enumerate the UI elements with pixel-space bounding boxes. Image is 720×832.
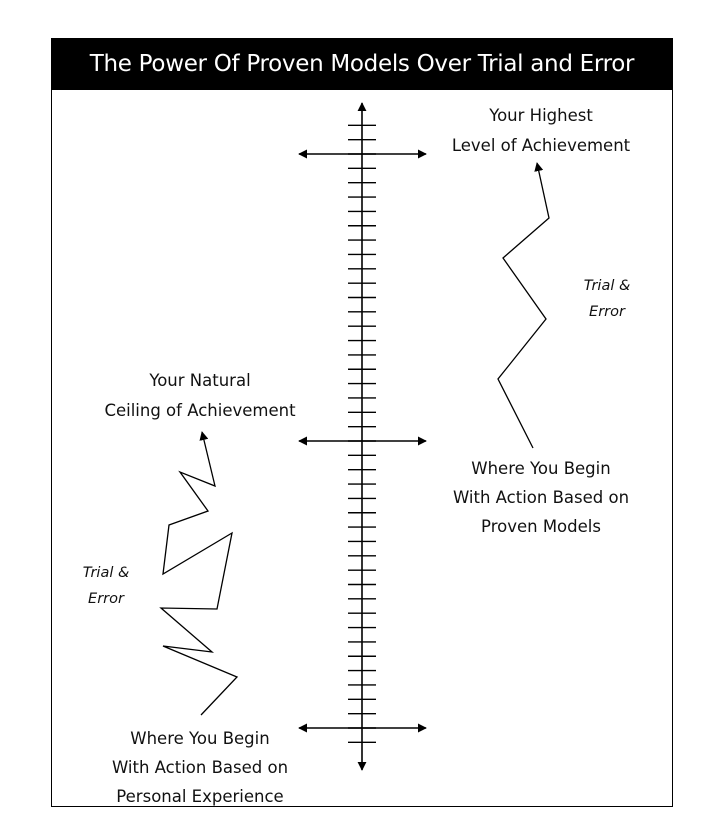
label-trial-left-line2: Error <box>88 591 125 607</box>
label-trial-right-line2: Error <box>589 304 626 320</box>
diagram-title: The Power Of Proven Models Over Trial an… <box>52 39 672 90</box>
label-begin-personal-line2: With Action Based on <box>112 758 288 777</box>
label-ceiling-line2: Ceiling of Achievement <box>104 401 296 420</box>
label-highest-line1: Your Highest <box>488 106 593 125</box>
label-begin-proven-line2: With Action Based on <box>453 488 629 507</box>
label-trial-right-line1: Trial & <box>584 278 631 294</box>
label-highest-line2: Level of Achievement <box>452 136 631 155</box>
zigzag-path-personal-experience <box>159 431 239 716</box>
label-begin-personal-line3: Personal Experience <box>116 787 283 806</box>
diagram-frame: The Power Of Proven Models Over Trial an… <box>51 38 673 807</box>
label-begin-proven-line1: Where You Begin <box>471 459 610 478</box>
label-trial-left-line1: Trial & <box>83 565 130 581</box>
label-begin-proven-line3: Proven Models <box>481 517 601 536</box>
label-ceiling-line1: Your Natural <box>148 371 250 390</box>
zigzag-path-proven-models <box>497 162 550 449</box>
label-begin-personal-line1: Where You Begin <box>130 729 269 748</box>
